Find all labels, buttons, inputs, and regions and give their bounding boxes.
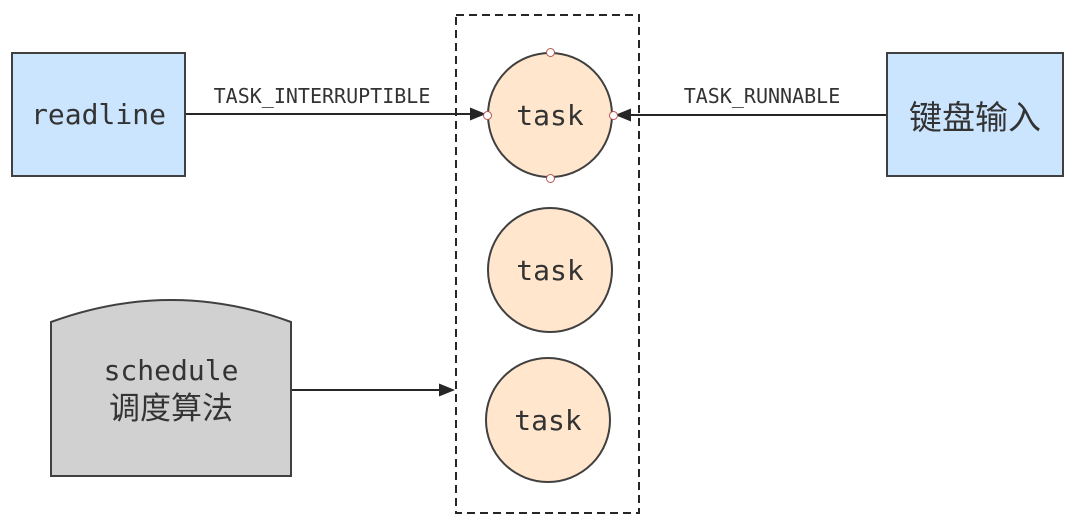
- anchor-point-top-icon[interactable]: [545, 47, 555, 57]
- node-task-2[interactable]: task: [487, 207, 613, 333]
- anchor-point-left-icon[interactable]: [482, 110, 492, 120]
- arrowhead-right-icon: [439, 383, 455, 397]
- anchor-point-bottom-icon[interactable]: [545, 173, 555, 183]
- scheduler-shape[interactable]: [50, 299, 292, 477]
- scheduler-label-line2: 调度算法: [109, 391, 233, 427]
- edge-label-task-runnable: TASK_RUNNABLE: [680, 84, 844, 108]
- node-task-3-label: task: [514, 403, 582, 437]
- arrowhead-right-icon: [470, 107, 486, 121]
- edge-task-runnable[interactable]: [615, 108, 886, 122]
- runqueue-dashed-container[interactable]: [455, 14, 640, 514]
- node-readline[interactable]: readline: [11, 52, 186, 177]
- anchor-point-right-icon[interactable]: [608, 110, 618, 120]
- scheduler-label: schedule 调度算法: [51, 351, 291, 429]
- node-readline-label: readline: [31, 98, 166, 131]
- edge-task-interruptible[interactable]: [186, 107, 486, 121]
- node-task-3[interactable]: task: [485, 357, 611, 483]
- edge-scheduler-runqueue[interactable]: [292, 383, 455, 397]
- node-task-2-label: task: [516, 253, 584, 287]
- node-keyboard-input-label: 键盘输入: [909, 97, 1041, 137]
- node-task-1-label: task: [516, 98, 584, 132]
- node-keyboard-input[interactable]: 键盘输入: [886, 52, 1064, 177]
- scheduler-label-line1: schedule: [103, 354, 239, 387]
- arrowhead-left-icon: [615, 108, 631, 122]
- node-task-1[interactable]: task: [487, 52, 613, 178]
- edge-label-task-interruptible: TASK_INTERRUPTIBLE: [210, 84, 434, 108]
